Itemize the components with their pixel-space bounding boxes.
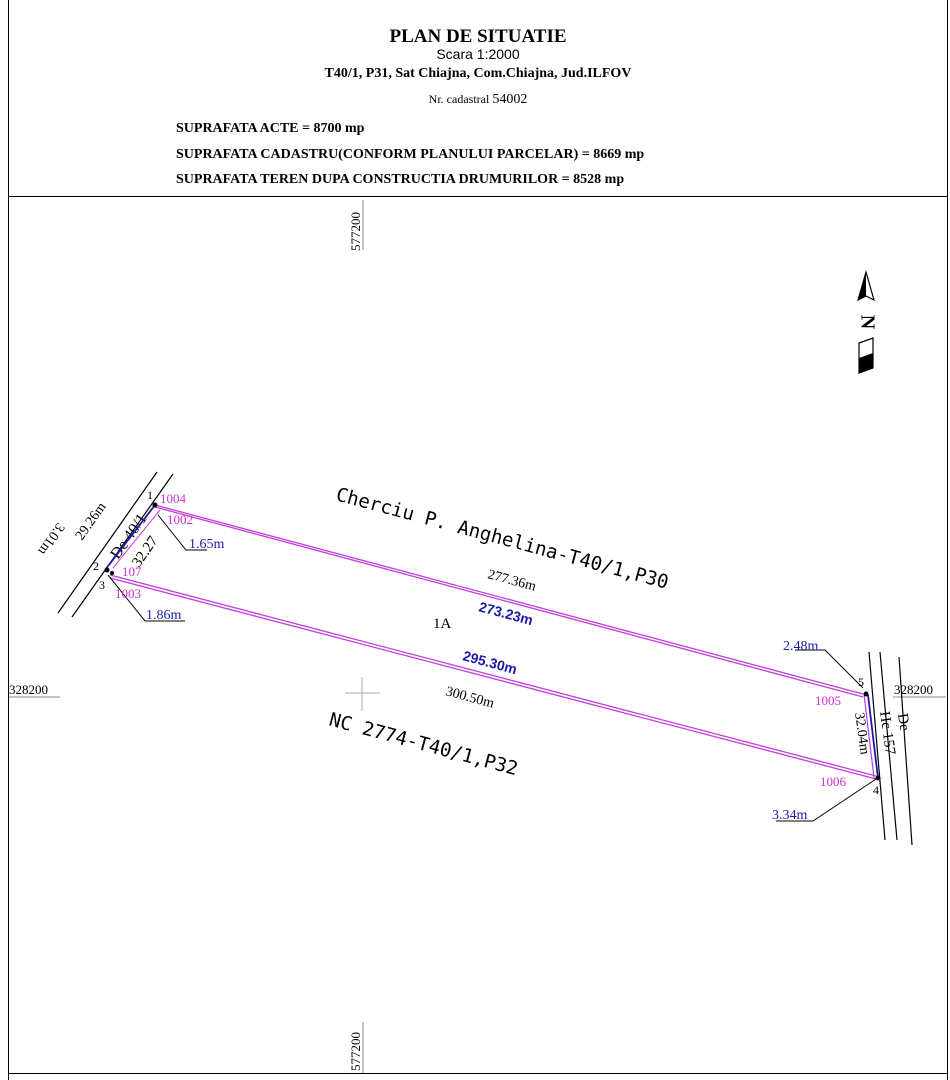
header-separator bbox=[8, 196, 948, 197]
plan-title: PLAN DE SITUATIE bbox=[389, 26, 567, 47]
point-old-2: 2 bbox=[93, 559, 99, 573]
parcel-label: 1A bbox=[433, 616, 452, 632]
area-cadastru: SUPRAFATA CADASTRU(CONFORM PLANULUI PARC… bbox=[176, 147, 645, 162]
point-new-1002: 1002 bbox=[167, 512, 193, 527]
north-new-distance: 273.23m bbox=[477, 598, 535, 628]
point-old-4: 4 bbox=[873, 783, 879, 797]
area-acte: SUPRAFATA ACTE = 8700 mp bbox=[176, 121, 365, 136]
point-new-1003: 1003 bbox=[115, 586, 141, 601]
point-new-107: 107 bbox=[122, 564, 142, 579]
south-old-distance: 300.50m bbox=[444, 684, 496, 711]
east-distance: 32.04m bbox=[851, 711, 872, 755]
cadastral-number: 54002 bbox=[492, 92, 528, 107]
west-road-width: 3.01m bbox=[34, 520, 67, 558]
cadastral-label: Nr. cadastral bbox=[428, 92, 490, 106]
area-teren: SUPRAFATA TEREN DUPA CONSTRUCTIA DRUMURI… bbox=[176, 172, 625, 187]
point-new-1005: 1005 bbox=[815, 693, 841, 708]
point-old-3: 3 bbox=[99, 578, 105, 592]
point-new-1004: 1004 bbox=[160, 491, 187, 506]
east-road-lines bbox=[868, 651, 913, 846]
parcel-boundary bbox=[109, 504, 877, 780]
offset-sw: 1.86m bbox=[146, 608, 182, 623]
east-road-label: Hc 157 bbox=[876, 710, 898, 756]
grid-label-x-top: 577200 bbox=[348, 212, 363, 251]
grid-label-y-right: 328200 bbox=[894, 682, 933, 697]
east-boundary-inner bbox=[863, 693, 875, 779]
neighbor-south: NC 2774-T40/1,P32 bbox=[327, 709, 521, 781]
north-label: N bbox=[856, 315, 878, 330]
offset-ne: 2.48m bbox=[783, 639, 819, 654]
west-outer-distance: 29.26m bbox=[73, 500, 110, 543]
offset-leaders bbox=[107, 514, 877, 822]
north-old-distance: 277.36m bbox=[486, 567, 538, 594]
plan-location: T40/1, P31, Sat Chiajna, Com.Chiajna, Ju… bbox=[324, 66, 632, 81]
point-old-5: 5 bbox=[858, 675, 864, 689]
plan-scale: Scara 1:2000 bbox=[436, 46, 520, 62]
grid-label-y-left: 328200 bbox=[9, 682, 48, 697]
bottom-separator bbox=[8, 1073, 948, 1074]
offset-nw: 1.65m bbox=[189, 537, 225, 552]
parcel-vertices bbox=[104, 502, 881, 781]
offset-se: 3.34m bbox=[772, 808, 808, 823]
east-road-label-de: De bbox=[894, 712, 912, 732]
cadastral-line: Nr. cadastral 54002 bbox=[8, 92, 948, 108]
point-new-1006: 1006 bbox=[820, 774, 847, 789]
grid-cross bbox=[345, 677, 380, 711]
grid-label-x-bottom: 577200 bbox=[348, 1032, 363, 1071]
north-arrow-icon bbox=[857, 269, 875, 374]
west-road-lines bbox=[57, 471, 174, 618]
drawing-frame bbox=[8, 0, 948, 1080]
east-boundary bbox=[867, 694, 879, 779]
west-boundary bbox=[104, 504, 156, 571]
point-old-1: 1 bbox=[147, 488, 153, 502]
